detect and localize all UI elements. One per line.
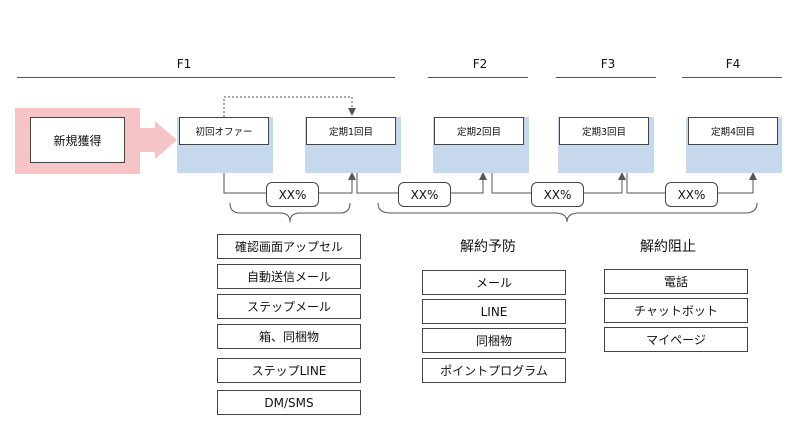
conversion-rate-1: XX% [266, 182, 319, 207]
list-item-churn-prevention: ポイントプログラム [422, 358, 566, 383]
brace-first-purchase [229, 202, 351, 223]
heading-churn-block: 解約阻止 [640, 239, 696, 255]
list-item-churn-prevention: 同梱物 [422, 328, 566, 353]
dotted-connector [223, 96, 356, 117]
list-item-first-purchase: 確認画面アップセル [217, 234, 361, 259]
heading-churn-prevention: 解約予防 [460, 239, 516, 255]
stage-2: 定期2回目 [434, 117, 524, 145]
stage-1: 定期1回目 [306, 117, 396, 145]
conversion-rate-4: XX% [665, 182, 718, 207]
list-item-churn-block: チャットボット [604, 298, 748, 323]
list-item-first-purchase: ステップメール [217, 294, 361, 319]
list-item-first-purchase: 自動送信メール [217, 264, 361, 289]
acquisition-arrow [138, 121, 177, 159]
phase-line-f4 [682, 77, 782, 78]
list-item-churn-prevention: メール [422, 270, 566, 295]
phase-line-f1 [17, 77, 395, 78]
conversion-rate-2: XX% [398, 182, 451, 207]
brace-subscription [377, 202, 758, 223]
phase-line-f3 [556, 77, 656, 78]
list-item-first-purchase: DM/SMS [217, 390, 361, 415]
phase-line-f2 [428, 77, 528, 78]
phase-label-f3: F3 [600, 57, 616, 71]
list-item-churn-prevention: LINE [422, 299, 566, 324]
acquisition-box: 新規獲得 [30, 117, 125, 163]
list-item-first-purchase: ステップLINE [217, 358, 361, 383]
phase-label-f2: F2 [472, 57, 488, 71]
phase-label-f4: F4 [725, 57, 741, 71]
stage-offer: 初回オファー [179, 117, 269, 145]
stage-3: 定期3回目 [559, 117, 649, 145]
list-item-churn-block: 電話 [604, 269, 748, 294]
list-item-churn-block: マイページ [604, 327, 748, 352]
phase-label-f1: F1 [176, 57, 192, 71]
conversion-rate-3: XX% [531, 182, 584, 207]
list-item-first-purchase: 箱、同梱物 [217, 324, 361, 349]
stage-4: 定期4回目 [688, 117, 778, 145]
